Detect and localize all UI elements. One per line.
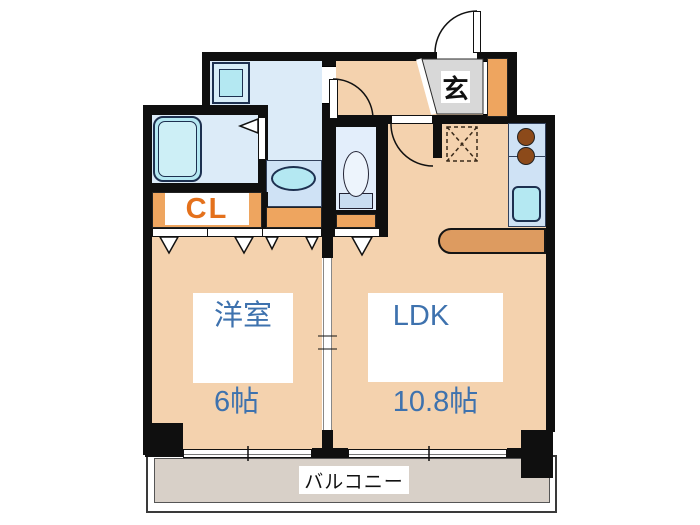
window-sliding (183, 449, 312, 458)
wall (477, 52, 517, 61)
wall (312, 448, 348, 458)
western-room-size: 6帖 (213, 386, 260, 418)
toilet-bowl-icon (343, 151, 369, 197)
closet-strip (336, 214, 376, 228)
entrance-door-arc (434, 10, 478, 54)
wall (322, 214, 333, 258)
wall (374, 115, 391, 124)
closet-strip (266, 207, 322, 228)
wall (508, 52, 517, 115)
stove-burner-icon (517, 147, 535, 165)
window-mid-line (184, 454, 311, 455)
closet-label: CL (185, 192, 229, 225)
washing-machine-tub (219, 69, 243, 97)
wall (433, 115, 555, 124)
entrance-label-box: 玄 (441, 71, 470, 104)
genkan-cabinet-gap (483, 61, 487, 115)
kitchen-sink-icon (512, 186, 541, 222)
wall (507, 448, 523, 458)
window-sliding (348, 449, 507, 458)
wall (336, 210, 376, 214)
entrance-label: 玄 (442, 73, 469, 104)
closet-doors-band (334, 228, 380, 237)
wall (202, 52, 210, 107)
washing-machine-icon (212, 62, 250, 104)
wall (262, 192, 268, 228)
band-divider (262, 228, 263, 237)
corner-pillar (521, 430, 553, 478)
ldk-door-leaf (391, 115, 433, 124)
wall (143, 105, 152, 455)
bathtub-icon (153, 116, 202, 182)
closet-doors-band (152, 228, 322, 237)
toilet-door-leaf (329, 79, 338, 119)
shoe-cabinet (487, 58, 508, 117)
hallway-floor (332, 61, 508, 115)
wall (202, 52, 437, 61)
ldk-name: LDK (392, 299, 450, 332)
balcony-label: バルコニー (304, 471, 404, 493)
wall (546, 115, 555, 432)
stove-burner-icon (517, 128, 535, 146)
corner-pillar (145, 423, 183, 457)
western-room-name: 洋室 (213, 300, 272, 332)
balcony-label-box: バルコニー (299, 466, 409, 494)
ldk-size: 10.8帖 (392, 385, 479, 418)
closet-label-box: CL (165, 193, 249, 225)
ldk-label-box: LDK 10.8帖 (368, 293, 503, 418)
wall (433, 124, 442, 158)
western-room-label-box: 洋室 6帖 (193, 293, 293, 418)
kitchen-counter-bar (438, 228, 546, 254)
wash-basin-icon (271, 166, 316, 191)
sliding-door (323, 258, 332, 430)
bathtub-inner (158, 121, 197, 177)
wall (322, 430, 333, 449)
entrance-door-leaf (473, 11, 481, 53)
bath-door-leaf (258, 117, 266, 160)
wall (376, 115, 388, 237)
window-mid-line (349, 454, 506, 455)
wall (336, 115, 376, 127)
band-divider (207, 228, 208, 237)
